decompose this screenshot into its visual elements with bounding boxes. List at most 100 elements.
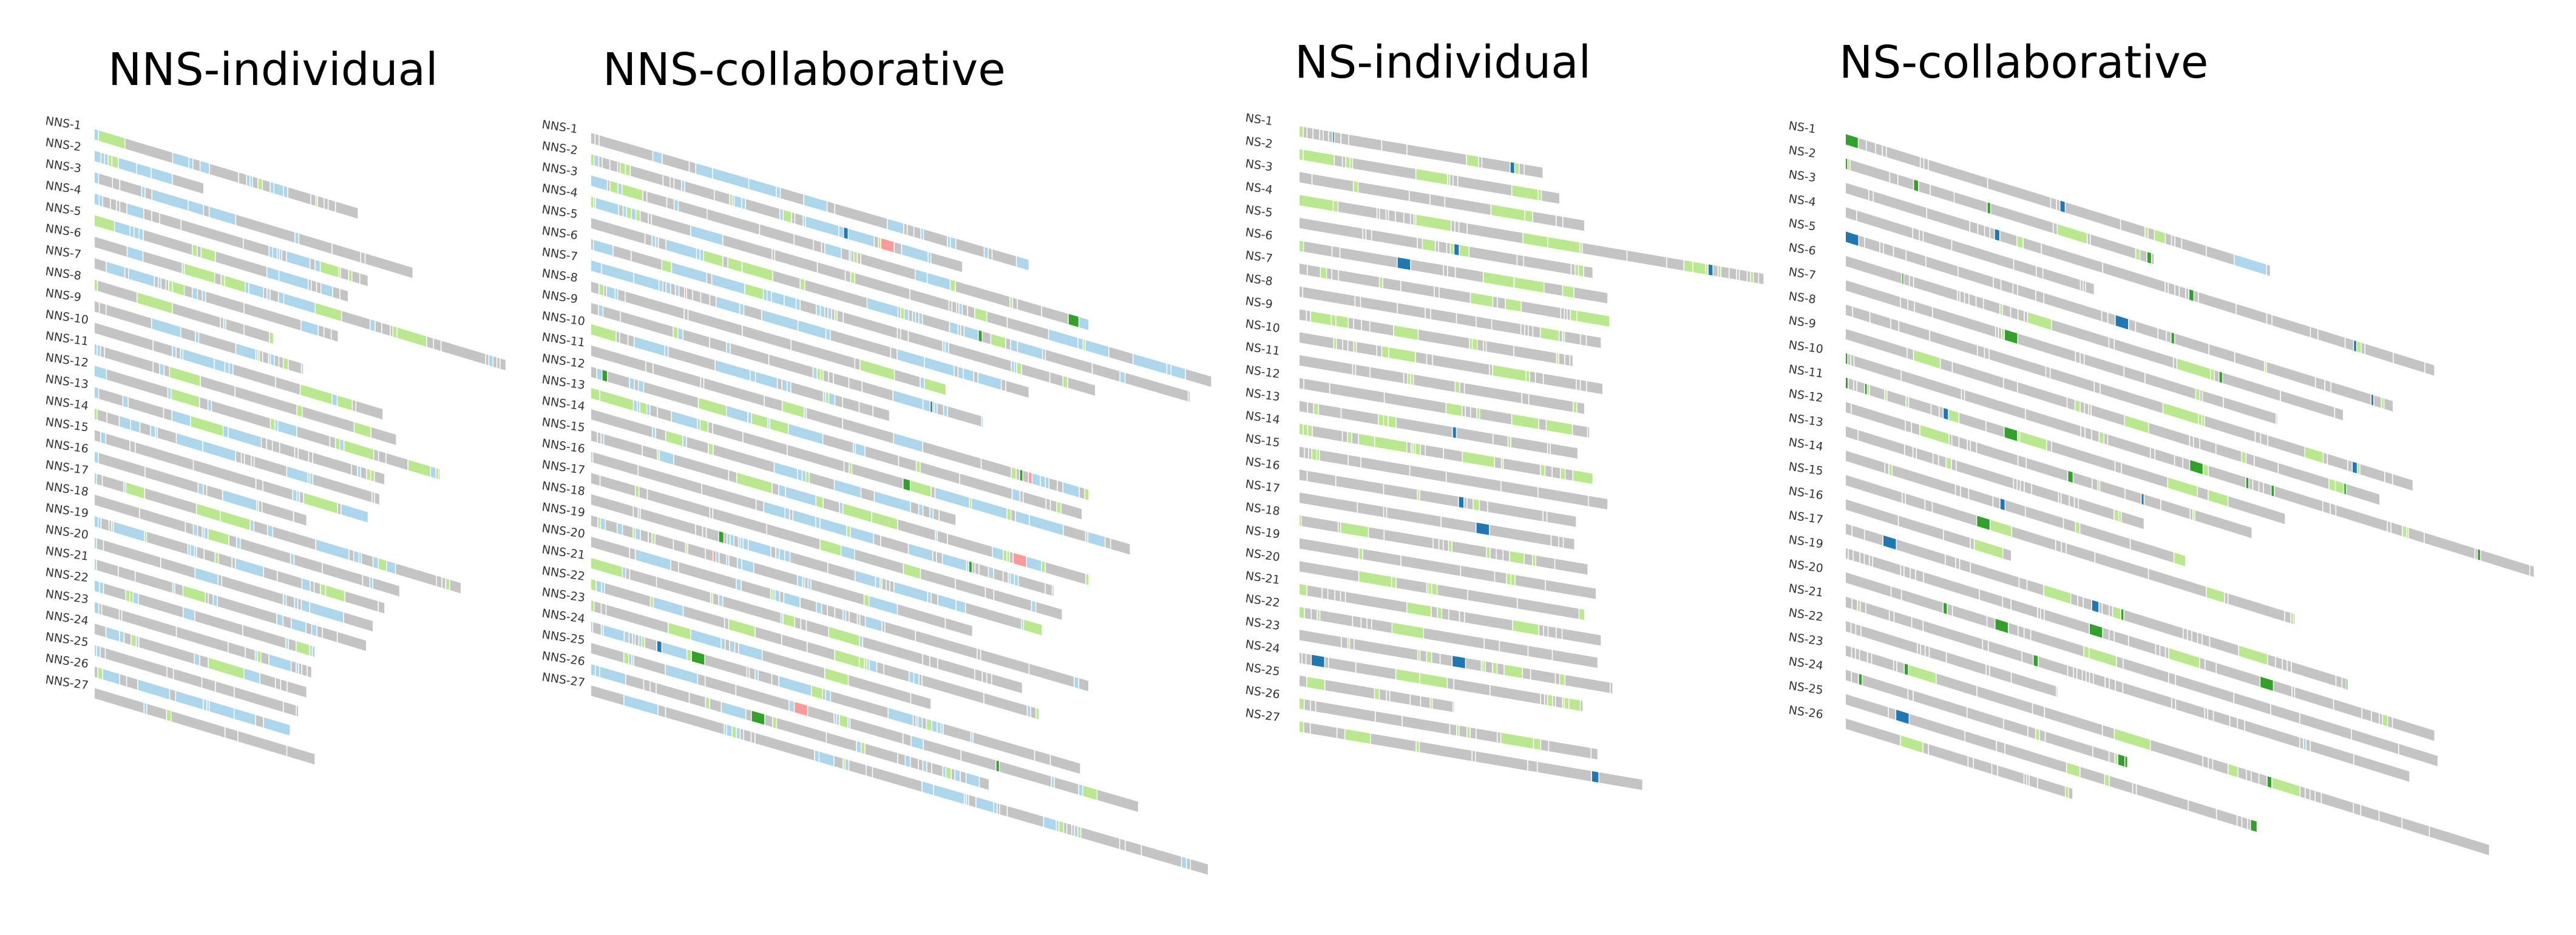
segment-gray [161, 557, 195, 578]
segment-gray [309, 451, 313, 463]
segment-gray [923, 314, 949, 332]
segment-light-green [2155, 229, 2165, 243]
segment-gray [2099, 602, 2102, 614]
sequence-bar [95, 301, 303, 375]
segment-light-blue [598, 305, 603, 317]
segment-light-blue [198, 483, 203, 495]
segment-light-blue [267, 267, 279, 281]
segment-gray [1979, 590, 2002, 607]
segment-gray [263, 480, 293, 500]
segment-light-blue [967, 794, 969, 806]
segment-light-green [1548, 237, 1579, 253]
segment-gray [1965, 293, 1969, 305]
segment-gray [333, 287, 340, 299]
segment-light-blue [653, 151, 662, 164]
row-label: NNS-17 [541, 458, 586, 477]
segment-light-blue [316, 539, 349, 560]
segment-gray [1969, 294, 1976, 307]
segment-gray [2215, 370, 2218, 382]
segment-light-green [339, 267, 341, 278]
segment-gray [652, 214, 691, 236]
segment-light-green [2228, 764, 2238, 778]
segment-light-green [1086, 574, 1089, 585]
segment-gray [765, 715, 773, 727]
segment-gray [2041, 608, 2044, 620]
segment-light-green [708, 443, 713, 455]
segment-light-green [379, 558, 387, 571]
segment-light-blue [796, 299, 800, 310]
segment-gray [858, 253, 861, 264]
segment-gray [2001, 279, 2013, 294]
segment-gray [1857, 211, 1913, 239]
segment-gray [1924, 158, 1928, 170]
segment-gray [1050, 372, 1063, 387]
segment-gray [916, 631, 977, 659]
segment-gray [686, 437, 708, 454]
segment-gray [2152, 253, 2154, 265]
segment-light-blue [764, 289, 767, 301]
segment-gray [706, 548, 713, 562]
segment-gray [1525, 325, 1528, 336]
segment-gray [1924, 572, 1979, 600]
segment-light-green [2239, 645, 2268, 665]
segment-light-blue [750, 370, 755, 382]
segment-gray [904, 223, 907, 235]
segment-light-green [782, 401, 804, 418]
segment-gray [1346, 591, 1407, 613]
segment-gray [1985, 347, 1989, 359]
segment-gray [1553, 696, 1555, 707]
segment-gray [174, 668, 202, 688]
segment-light-blue [849, 250, 851, 261]
segment-light-green [771, 588, 773, 600]
segment-gray [2080, 523, 2130, 549]
segment-gray [1300, 217, 1363, 239]
segment-light-blue [967, 560, 969, 572]
segment-gray [155, 276, 158, 288]
segment-light-blue [776, 548, 779, 559]
segment-light-blue [964, 326, 978, 341]
row-label: NS-4 [1788, 192, 1817, 209]
row-label: NNS-6 [541, 224, 578, 242]
segment-gray [2371, 711, 2379, 724]
segment-light-blue [656, 237, 658, 248]
segment-gray [1846, 572, 1891, 597]
panel-title-ns-collaborative: NS-collaborative [1839, 36, 2208, 89]
segment-gray [2033, 703, 2044, 718]
segment-gray [1371, 733, 1416, 752]
segment-gray [1959, 437, 1967, 450]
segment-gray [263, 180, 270, 192]
segment-gray [1304, 608, 1311, 619]
segment-gray [1341, 408, 1378, 425]
segment-light-blue [106, 262, 124, 278]
segment-gray [2195, 510, 2252, 539]
segment-gray [591, 430, 597, 443]
segment-light-green [699, 398, 726, 416]
segment-light-blue [192, 287, 197, 300]
segment-light-blue [855, 571, 875, 587]
segment-gray [1754, 272, 1758, 284]
row-label: NS-2 [1788, 143, 1817, 160]
segment-light-green [864, 594, 869, 607]
segment-gray [1307, 265, 1320, 277]
row-label: NS-12 [1788, 387, 1824, 405]
segment-gray [2402, 818, 2429, 837]
segment-gray [175, 583, 183, 596]
segment-light-green [220, 511, 250, 531]
segment-gray [951, 769, 955, 780]
segment-gray [923, 654, 930, 667]
segment-gray [1023, 492, 1046, 509]
segment-gray [704, 378, 764, 406]
segment-gray [873, 767, 922, 792]
segment-gray [2018, 309, 2024, 322]
segment-gray [1349, 134, 1381, 151]
segment-gray [2393, 474, 2413, 491]
segment-light-blue [672, 411, 697, 429]
segment-gray [1016, 469, 1020, 480]
segment-gray [1445, 197, 1491, 215]
segment-gray [2027, 580, 2044, 596]
segment-light-green [594, 197, 595, 208]
segment-gray [1043, 348, 1045, 360]
sequence-bar [1846, 523, 2348, 690]
segment-light-blue [634, 336, 665, 356]
segment-light-green [1382, 346, 1389, 358]
